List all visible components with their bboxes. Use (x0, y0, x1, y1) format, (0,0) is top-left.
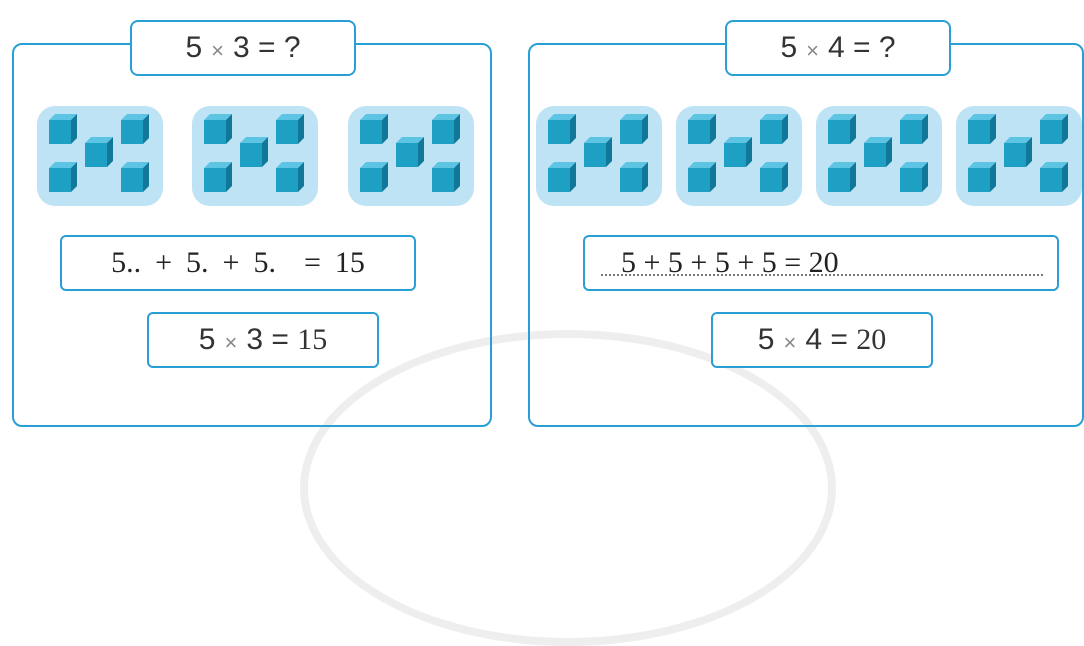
left-addend-3: 5. (253, 246, 276, 279)
cube-icon (121, 162, 149, 192)
cube-icon (432, 162, 460, 192)
right-mult-b: 4 = (805, 323, 848, 356)
cube-icon (548, 114, 576, 144)
cube-icon (121, 114, 149, 144)
cube-icon (49, 114, 77, 144)
cube-icon (968, 162, 996, 192)
cube-icon (864, 137, 892, 167)
right-mult-times: × (783, 330, 797, 355)
left-title-b: 3 = ? (232, 31, 301, 64)
left-addend-2: 5. (186, 246, 209, 279)
left-title-box: 5 × 3 = ? (130, 20, 356, 76)
cube-icon (760, 114, 788, 144)
right-mult-a: 5 (757, 323, 775, 356)
cube-icon (85, 137, 113, 167)
left-cube-group-1 (37, 106, 163, 206)
left-plus-2: + (222, 246, 240, 279)
cube-icon (724, 137, 752, 167)
cube-icon (1040, 162, 1068, 192)
right-cube-group-3 (816, 106, 942, 206)
cube-icon (900, 162, 928, 192)
cube-icon (1004, 137, 1032, 167)
right-cube-group-1 (536, 106, 662, 206)
right-title-a: 5 (780, 31, 798, 64)
right-addition-box: 5 + 5 + 5 + 5 = 20 (583, 235, 1059, 291)
left-equals: = (303, 246, 321, 279)
cube-icon (760, 162, 788, 192)
right-cube-group-4 (956, 106, 1082, 206)
right-addition-text: 5 + 5 + 5 + 5 = 20 (621, 246, 839, 279)
cube-icon (620, 114, 648, 144)
cube-icon (276, 162, 304, 192)
cube-icon (204, 162, 232, 192)
right-mult-answer: 20 (856, 323, 887, 356)
cube-icon (688, 162, 716, 192)
right-cube-group-2 (676, 106, 802, 206)
left-title-a: 5 (185, 31, 203, 64)
cube-icon (1040, 114, 1068, 144)
cube-icon (49, 162, 77, 192)
left-multiplication-box: 5 × 3 = 15 (147, 312, 379, 368)
cube-icon (432, 114, 460, 144)
cube-icon (548, 162, 576, 192)
right-title-box: 5 × 4 = ? (725, 20, 951, 76)
left-title-times: × (211, 38, 224, 63)
cube-icon (276, 114, 304, 144)
left-mult-b: 3 = (246, 323, 289, 356)
right-title-times: × (806, 38, 819, 63)
right-title-b: 4 = ? (827, 31, 896, 64)
cube-icon (968, 114, 996, 144)
left-plus-1: + (155, 246, 173, 279)
cube-icon (584, 137, 612, 167)
left-mult-a: 5 (198, 323, 216, 356)
cube-icon (828, 162, 856, 192)
cube-icon (828, 114, 856, 144)
left-addend-1: 5.. (111, 246, 142, 279)
left-mult-answer: 15 (297, 323, 328, 356)
right-dotted-line (601, 274, 1043, 276)
cube-icon (240, 137, 268, 167)
cube-icon (360, 162, 388, 192)
cube-icon (204, 114, 232, 144)
cube-icon (620, 162, 648, 192)
left-sum: 15 (334, 246, 365, 279)
left-mult-times: × (224, 330, 238, 355)
cube-icon (396, 137, 424, 167)
cube-icon (360, 114, 388, 144)
left-addition-box: 5.. + 5. + 5. = 15 (60, 235, 416, 291)
left-cube-group-2 (192, 106, 318, 206)
left-cube-group-3 (348, 106, 474, 206)
cube-icon (688, 114, 716, 144)
cube-icon (900, 114, 928, 144)
right-multiplication-box: 5 × 4 = 20 (711, 312, 933, 368)
